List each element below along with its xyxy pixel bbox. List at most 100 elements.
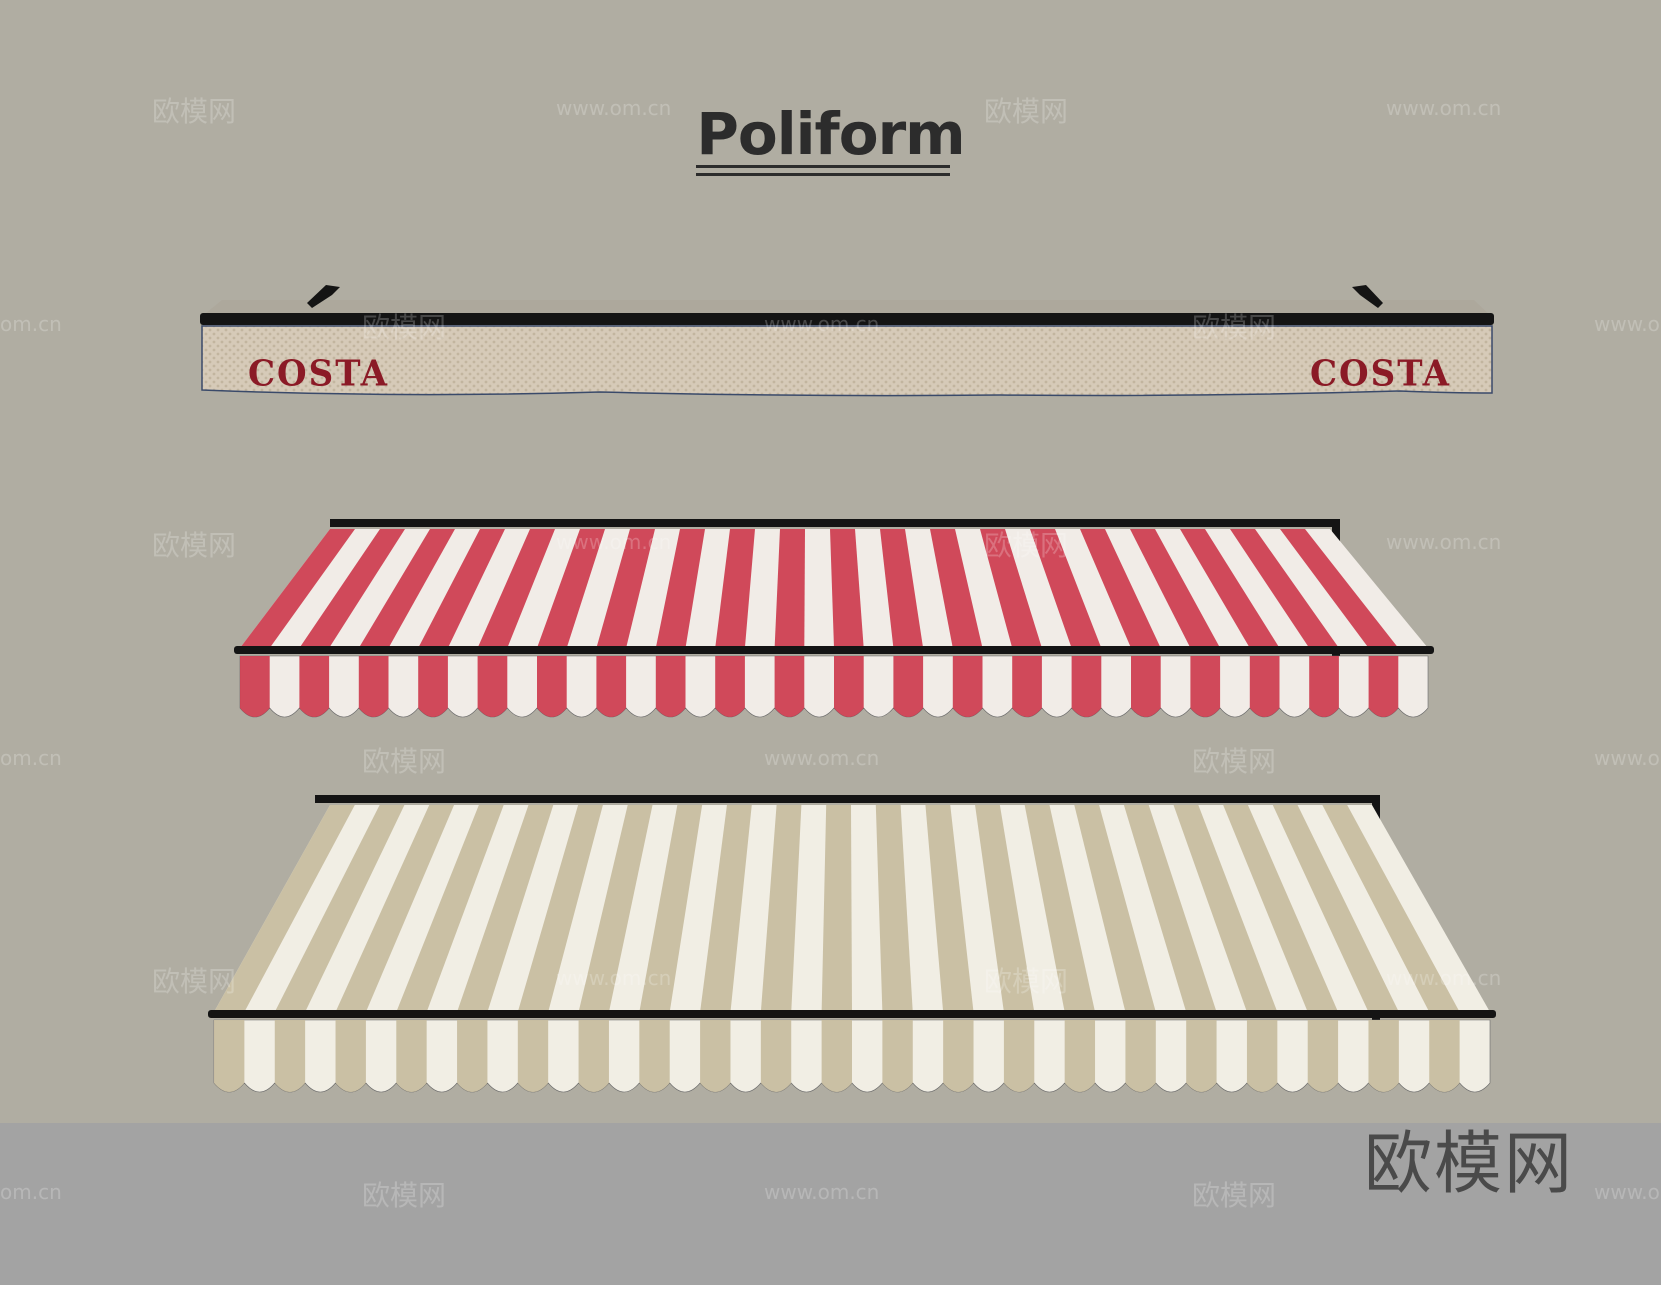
valance-stripe: [1309, 656, 1339, 717]
canopy-stripe: [1230, 529, 1339, 648]
valance-stripe: [299, 656, 330, 717]
valance-stripe: [517, 1020, 549, 1092]
tan-cream-awning: [208, 795, 1496, 1093]
canopy-stripe: [358, 529, 455, 648]
awning-front-bar: [234, 646, 1434, 654]
costa-bracket-right-icon: [1352, 285, 1383, 308]
valance-stripe: [457, 1020, 488, 1092]
canopy-stripe: [639, 805, 703, 1012]
costa-logo-left: COSTA: [248, 353, 390, 395]
valance-stripe: [1131, 656, 1161, 717]
canopy-stripe: [1280, 529, 1399, 648]
valance-stripe: [774, 656, 805, 717]
canopy-stripe: [396, 805, 504, 1012]
canopy-stripe: [1024, 805, 1096, 1012]
title-underline-lower: [696, 173, 950, 176]
valance-stripe: [1368, 1020, 1399, 1092]
awning-front-bar: [208, 1010, 1496, 1018]
valance-stripe: [943, 1020, 974, 1092]
canopy-stripe: [930, 529, 983, 648]
canopy-stripe: [457, 805, 554, 1012]
canopy-stripe: [760, 805, 802, 1012]
canopy-stripe: [700, 805, 752, 1012]
valance-stripe: [418, 656, 448, 717]
canopy-stripe: [578, 805, 653, 1012]
valance-stripe: [1071, 656, 1102, 717]
canopy-stripe: [774, 529, 805, 648]
canopy-stripe: [418, 529, 505, 648]
awning-back-rail: [315, 795, 1378, 803]
costa-awning: [200, 285, 1494, 397]
valance-stripe: [1186, 1020, 1217, 1092]
canopy-stripe: [830, 529, 864, 648]
valance-stripe: [715, 656, 745, 717]
valance-stripe: [821, 1020, 852, 1092]
canopy-stripe: [335, 805, 455, 1012]
canopy-stripe: [821, 805, 852, 1012]
costa-awning-fabric: [201, 325, 1493, 397]
canopy-stripe: [655, 529, 705, 648]
valance-stripe: [1125, 1020, 1156, 1092]
valance-stripe: [1190, 656, 1221, 717]
costa-awning-rail: [200, 313, 1494, 325]
valance-stripe: [596, 656, 627, 717]
valance-stripe: [639, 1020, 670, 1092]
valance-stripe: [834, 656, 864, 717]
valance-stripe: [358, 656, 389, 717]
valance-stripe: [1429, 1020, 1460, 1092]
valance-stripe: [882, 1020, 913, 1092]
canopy-stripe: [875, 805, 913, 1012]
red-white-awning: [234, 519, 1434, 718]
valance-stripe: [396, 1020, 427, 1092]
canopy-stripe: [880, 529, 924, 648]
canopy-stripe: [240, 529, 355, 648]
canopy-stripe: [1223, 805, 1339, 1012]
valance-stripe: [214, 1020, 245, 1092]
valance-stripe: [1307, 1020, 1339, 1092]
canopy-stripe: [1123, 805, 1217, 1012]
floor-band: [0, 1123, 1661, 1285]
valance-stripe: [1246, 1020, 1278, 1092]
canopy-stripe: [1180, 529, 1280, 648]
canopy-stripe: [274, 805, 405, 1012]
canopy-stripe: [1173, 805, 1278, 1012]
valance-stripe: [760, 1020, 792, 1092]
awning-back-rail: [330, 519, 1338, 527]
costa-bracket-left-icon: [307, 285, 340, 308]
valance-stripe: [655, 656, 686, 717]
valance-stripe: [952, 656, 983, 717]
canopy-stripe: [1322, 805, 1460, 1012]
canopy-stripe: [1074, 805, 1156, 1012]
canopy-stripe: [1272, 805, 1399, 1012]
canopy-stripe: [1080, 529, 1161, 648]
canopy-stripe: [299, 529, 405, 648]
valance-stripe: [1064, 1020, 1096, 1092]
canopy-stripe: [537, 529, 605, 648]
canopy-stripe: [596, 529, 655, 648]
valance-stripe: [578, 1020, 609, 1092]
valance-stripe: [1368, 656, 1399, 717]
valance-stripe: [1003, 1020, 1035, 1092]
costa-logo-right: COSTA: [1310, 353, 1452, 395]
canopy-stripe: [715, 529, 755, 648]
valance-stripe: [700, 1020, 731, 1092]
valance-stripe: [893, 656, 924, 717]
canopy-stripe: [477, 529, 555, 648]
canopy-stripe: [214, 805, 355, 1012]
valance-stripe: [335, 1020, 366, 1092]
valance-stripe: [1249, 656, 1280, 717]
canopy-stripe: [517, 805, 603, 1012]
canopy-stripe: [1030, 529, 1102, 648]
canopy-stripe: [980, 529, 1042, 648]
valance-stripe: [274, 1020, 306, 1092]
canopy-stripe: [925, 805, 974, 1012]
canopy-stripe: [975, 805, 1035, 1012]
valance-stripe: [477, 656, 508, 717]
canopy-stripe: [1130, 529, 1221, 648]
valance-stripe: [537, 656, 567, 717]
title-underline-upper: [696, 165, 950, 168]
page-title: Poliform: [696, 100, 965, 168]
valance-stripe: [1012, 656, 1042, 717]
